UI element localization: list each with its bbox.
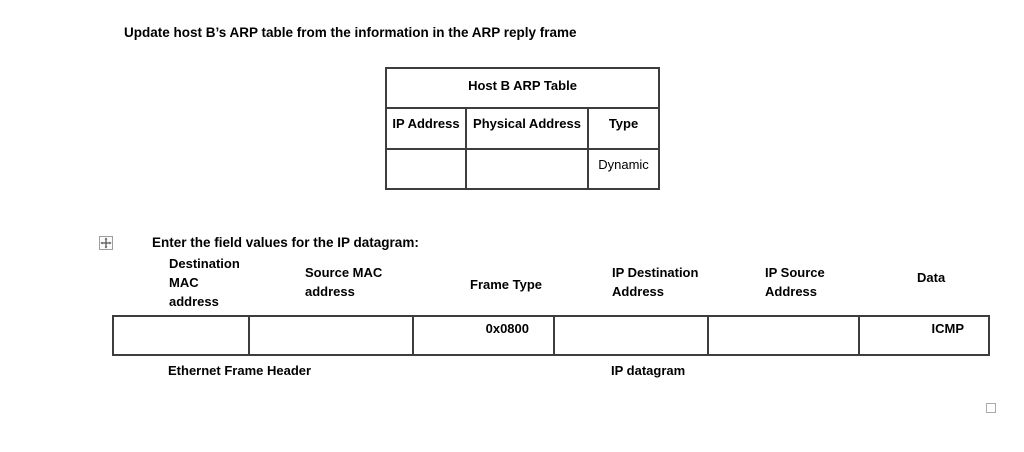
frame-cell-ip-source[interactable]: [707, 315, 860, 356]
frame-cell-frame-type: 0x0800: [412, 315, 555, 356]
arp-cell-type: Dynamic: [586, 148, 661, 190]
arp-column-physical-address: Physical Address: [465, 107, 589, 150]
arp-column-type: Type: [586, 107, 661, 150]
label-source-mac-address: Source MAC address: [305, 265, 383, 299]
frame-cell-ip-destination[interactable]: [553, 315, 709, 356]
label-ip-source-address: IP Source Address: [765, 265, 825, 299]
arp-column-ip-address: IP Address: [385, 107, 467, 150]
frame-cell-destination-mac[interactable]: [112, 315, 250, 356]
caption-ethernet-frame-header: Ethernet Frame Header: [168, 363, 312, 378]
frame-table: 0x0800 ICMP: [112, 315, 990, 356]
arp-task-instruction: Update host B’s ARP table from the infor…: [124, 25, 577, 40]
frame-cell-data: ICMP: [858, 315, 990, 356]
arp-cell-physical-address[interactable]: [465, 148, 589, 190]
resize-handle-icon[interactable]: [986, 403, 996, 413]
arp-table-title: Host B ARP Table: [384, 67, 661, 109]
label-ip-destination-address: IP Destination Address: [612, 265, 699, 299]
label-data: Data: [917, 270, 946, 285]
label-destination-mac-address: Destination MAC address: [169, 256, 240, 309]
frame-table-row: 0x0800 ICMP: [112, 315, 990, 356]
table-move-handle-icon[interactable]: [99, 236, 113, 250]
arp-table-row: Dynamic: [385, 148, 661, 190]
datagram-task-instruction: Enter the field values for the IP datagr…: [152, 235, 419, 250]
label-frame-type: Frame Type: [470, 277, 543, 292]
frame-cell-source-mac[interactable]: [248, 315, 414, 356]
arp-cell-ip-address[interactable]: [385, 148, 467, 190]
caption-ip-datagram: IP datagram: [611, 363, 686, 378]
arp-table: Host B ARP Table IP Address Physical Add…: [384, 67, 661, 190]
